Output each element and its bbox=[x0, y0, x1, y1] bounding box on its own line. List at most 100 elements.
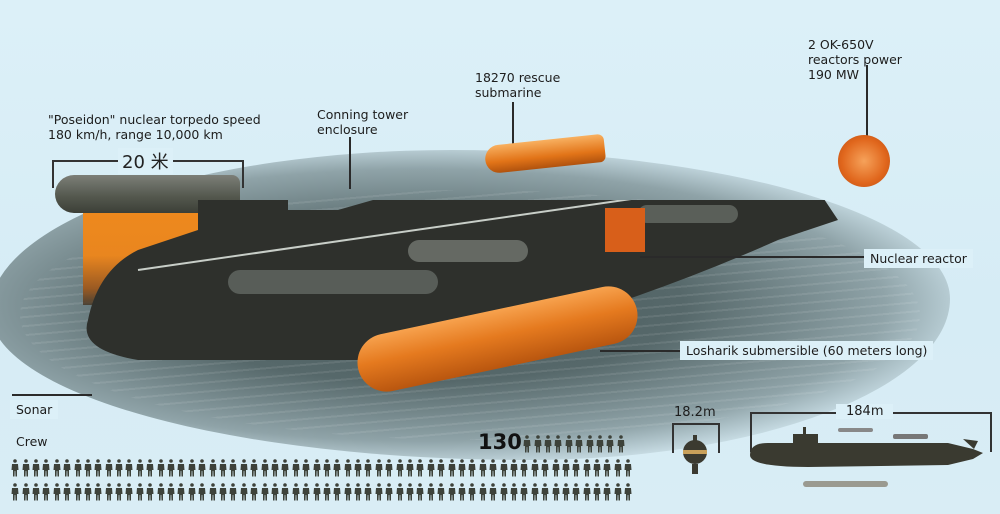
submarine-front-view-icon bbox=[683, 435, 707, 474]
crew-person-icon bbox=[415, 459, 425, 477]
crew-person-icon bbox=[322, 483, 332, 501]
crew-person-icon bbox=[532, 435, 542, 453]
crew-person-icon bbox=[270, 483, 280, 501]
crew-person-icon bbox=[478, 459, 488, 477]
sonar-leader-line bbox=[12, 394, 92, 396]
crew-person-icon bbox=[605, 435, 615, 453]
crew-person-icon bbox=[343, 459, 353, 477]
crew-person-icon bbox=[218, 459, 228, 477]
crew-person-icon bbox=[145, 483, 155, 501]
crew-person-icon bbox=[584, 435, 594, 453]
crew-person-icon bbox=[623, 483, 633, 501]
crew-person-icon bbox=[52, 483, 62, 501]
crew-person-icon bbox=[436, 483, 446, 501]
crew-person-icon bbox=[155, 483, 165, 501]
nuclear-reactor-highlight bbox=[605, 208, 645, 252]
beam-value: 18.2m bbox=[674, 405, 716, 420]
crew-person-icon bbox=[10, 483, 20, 501]
crew-person-icon bbox=[301, 483, 311, 501]
crew-person-icon bbox=[166, 483, 176, 501]
crew-figures-row-1 bbox=[10, 459, 633, 477]
crew-person-icon bbox=[561, 483, 571, 501]
crew-person-icon bbox=[301, 459, 311, 477]
crew-person-icon bbox=[62, 483, 72, 501]
crew-person-icon bbox=[394, 459, 404, 477]
rescue-sub-label-line2: submarine bbox=[475, 85, 542, 100]
poseidon-label-line2: 180 km/h, range 10,000 km bbox=[48, 127, 223, 142]
crew-person-icon bbox=[135, 459, 145, 477]
reactors-power-label: 2 OK-650V reactors power 190 MW bbox=[808, 37, 902, 82]
crew-person-icon bbox=[176, 483, 186, 501]
crew-person-icon bbox=[31, 483, 41, 501]
crew-person-icon bbox=[104, 483, 114, 501]
crew-person-icon bbox=[613, 483, 623, 501]
crew-person-icon bbox=[353, 459, 363, 477]
crew-person-icon bbox=[353, 483, 363, 501]
propulsor-reactor-glow bbox=[838, 135, 890, 187]
crew-person-icon bbox=[93, 459, 103, 477]
crew-person-icon bbox=[446, 483, 456, 501]
crew-person-icon bbox=[270, 459, 280, 477]
crew-person-icon bbox=[52, 459, 62, 477]
crew-person-icon bbox=[20, 459, 30, 477]
crew-person-icon bbox=[374, 483, 384, 501]
crew-person-icon bbox=[509, 483, 519, 501]
crew-figures-row-top bbox=[522, 435, 626, 453]
crew-person-icon bbox=[31, 459, 41, 477]
crew-person-icon bbox=[363, 459, 373, 477]
crew-person-icon bbox=[564, 435, 574, 453]
crew-person-icon bbox=[114, 459, 124, 477]
crew-person-icon bbox=[291, 483, 301, 501]
crew-person-icon bbox=[384, 459, 394, 477]
beam-bracket bbox=[672, 423, 720, 453]
crew-person-icon bbox=[280, 483, 290, 501]
crew-person-icon bbox=[581, 459, 591, 477]
crew-person-icon bbox=[218, 483, 228, 501]
crew-person-icon bbox=[561, 459, 571, 477]
submarine-side-view-icon bbox=[750, 427, 983, 487]
crew-person-icon bbox=[571, 459, 581, 477]
crew-person-icon bbox=[394, 483, 404, 501]
crew-person-icon bbox=[457, 459, 467, 477]
crew-person-icon bbox=[332, 459, 342, 477]
crew-person-icon bbox=[280, 459, 290, 477]
reactors-power-leader-line bbox=[866, 65, 868, 137]
crew-person-icon bbox=[72, 483, 82, 501]
crew-person-icon bbox=[405, 483, 415, 501]
crew-person-icon bbox=[332, 483, 342, 501]
crew-person-icon bbox=[72, 459, 82, 477]
crew-person-icon bbox=[457, 483, 467, 501]
crew-person-icon bbox=[197, 483, 207, 501]
crew-person-icon bbox=[405, 459, 415, 477]
losharik-leader-line bbox=[600, 350, 680, 352]
crew-person-icon bbox=[592, 459, 602, 477]
conning-tower-label-line1: Conning tower bbox=[317, 107, 409, 122]
crew-person-icon bbox=[498, 483, 508, 501]
poseidon-label-line1: "Poseidon" nuclear torpedo speed bbox=[48, 112, 261, 127]
crew-person-icon bbox=[145, 459, 155, 477]
crew-person-icon bbox=[553, 435, 563, 453]
crew-person-icon bbox=[467, 483, 477, 501]
crew-person-icon bbox=[384, 483, 394, 501]
crew-person-icon bbox=[581, 483, 591, 501]
submarine-hull-illustration bbox=[86, 200, 838, 360]
crew-person-icon bbox=[20, 483, 30, 501]
crew-count: 130 bbox=[478, 430, 522, 454]
rescue-sub-label: 18270 rescue submarine bbox=[475, 70, 560, 100]
reactors-power-label-line2: reactors power bbox=[808, 52, 902, 67]
crew-person-icon bbox=[249, 459, 259, 477]
crew-person-icon bbox=[616, 435, 626, 453]
crew-person-icon bbox=[197, 459, 207, 477]
crew-person-icon bbox=[322, 459, 332, 477]
reactors-power-label-line1: 2 OK-650V bbox=[808, 37, 874, 52]
crew-person-icon bbox=[155, 459, 165, 477]
nuclear-reactor-label: Nuclear reactor bbox=[864, 249, 973, 268]
crew-person-icon bbox=[363, 483, 373, 501]
crew-person-icon bbox=[613, 459, 623, 477]
crew-person-icon bbox=[311, 483, 321, 501]
crew-person-icon bbox=[488, 483, 498, 501]
crew-person-icon bbox=[446, 459, 456, 477]
crew-person-icon bbox=[83, 483, 93, 501]
crew-person-icon bbox=[291, 459, 301, 477]
